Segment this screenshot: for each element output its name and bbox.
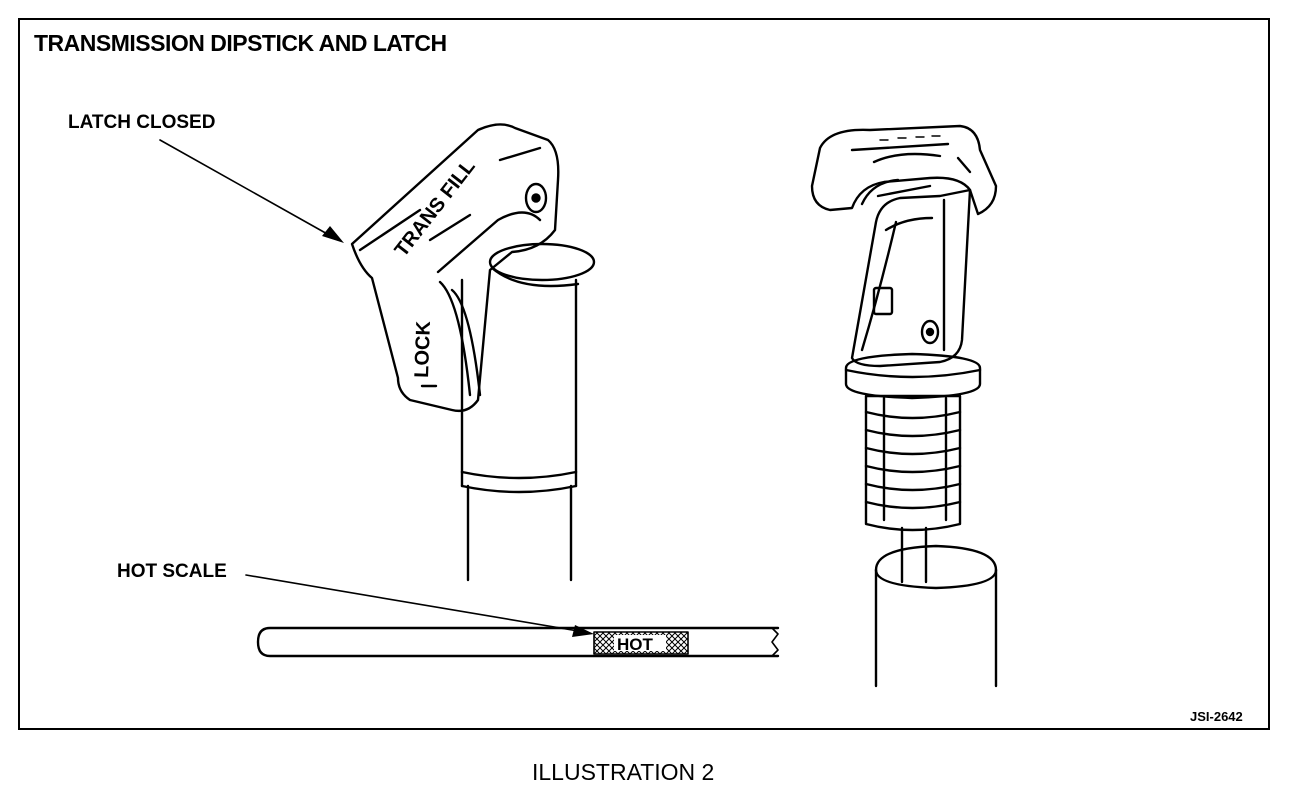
hot-scale-arrow <box>245 574 594 637</box>
lock-text: LOCK <box>411 320 435 378</box>
open-latch-assembly <box>810 124 998 688</box>
trans-fill-text: TRANS FILL <box>391 156 480 261</box>
figure-code: JSI-2642 <box>1190 709 1243 724</box>
latch-closed-label: LATCH CLOSED <box>68 112 216 133</box>
latch-closed-arrow <box>159 139 344 243</box>
dipstick-blade: HOT <box>256 626 780 658</box>
closed-latch-assembly: TRANS FILL LOCK <box>350 123 596 582</box>
illustration-caption: ILLUSTRATION 2 <box>532 759 715 785</box>
hot-scale-text: HOT <box>617 635 654 654</box>
illustration-frame <box>18 18 1270 730</box>
figure-title: TRANSMISSION DIPSTICK AND LATCH <box>34 30 447 56</box>
hot-scale-label: HOT SCALE <box>117 561 227 582</box>
